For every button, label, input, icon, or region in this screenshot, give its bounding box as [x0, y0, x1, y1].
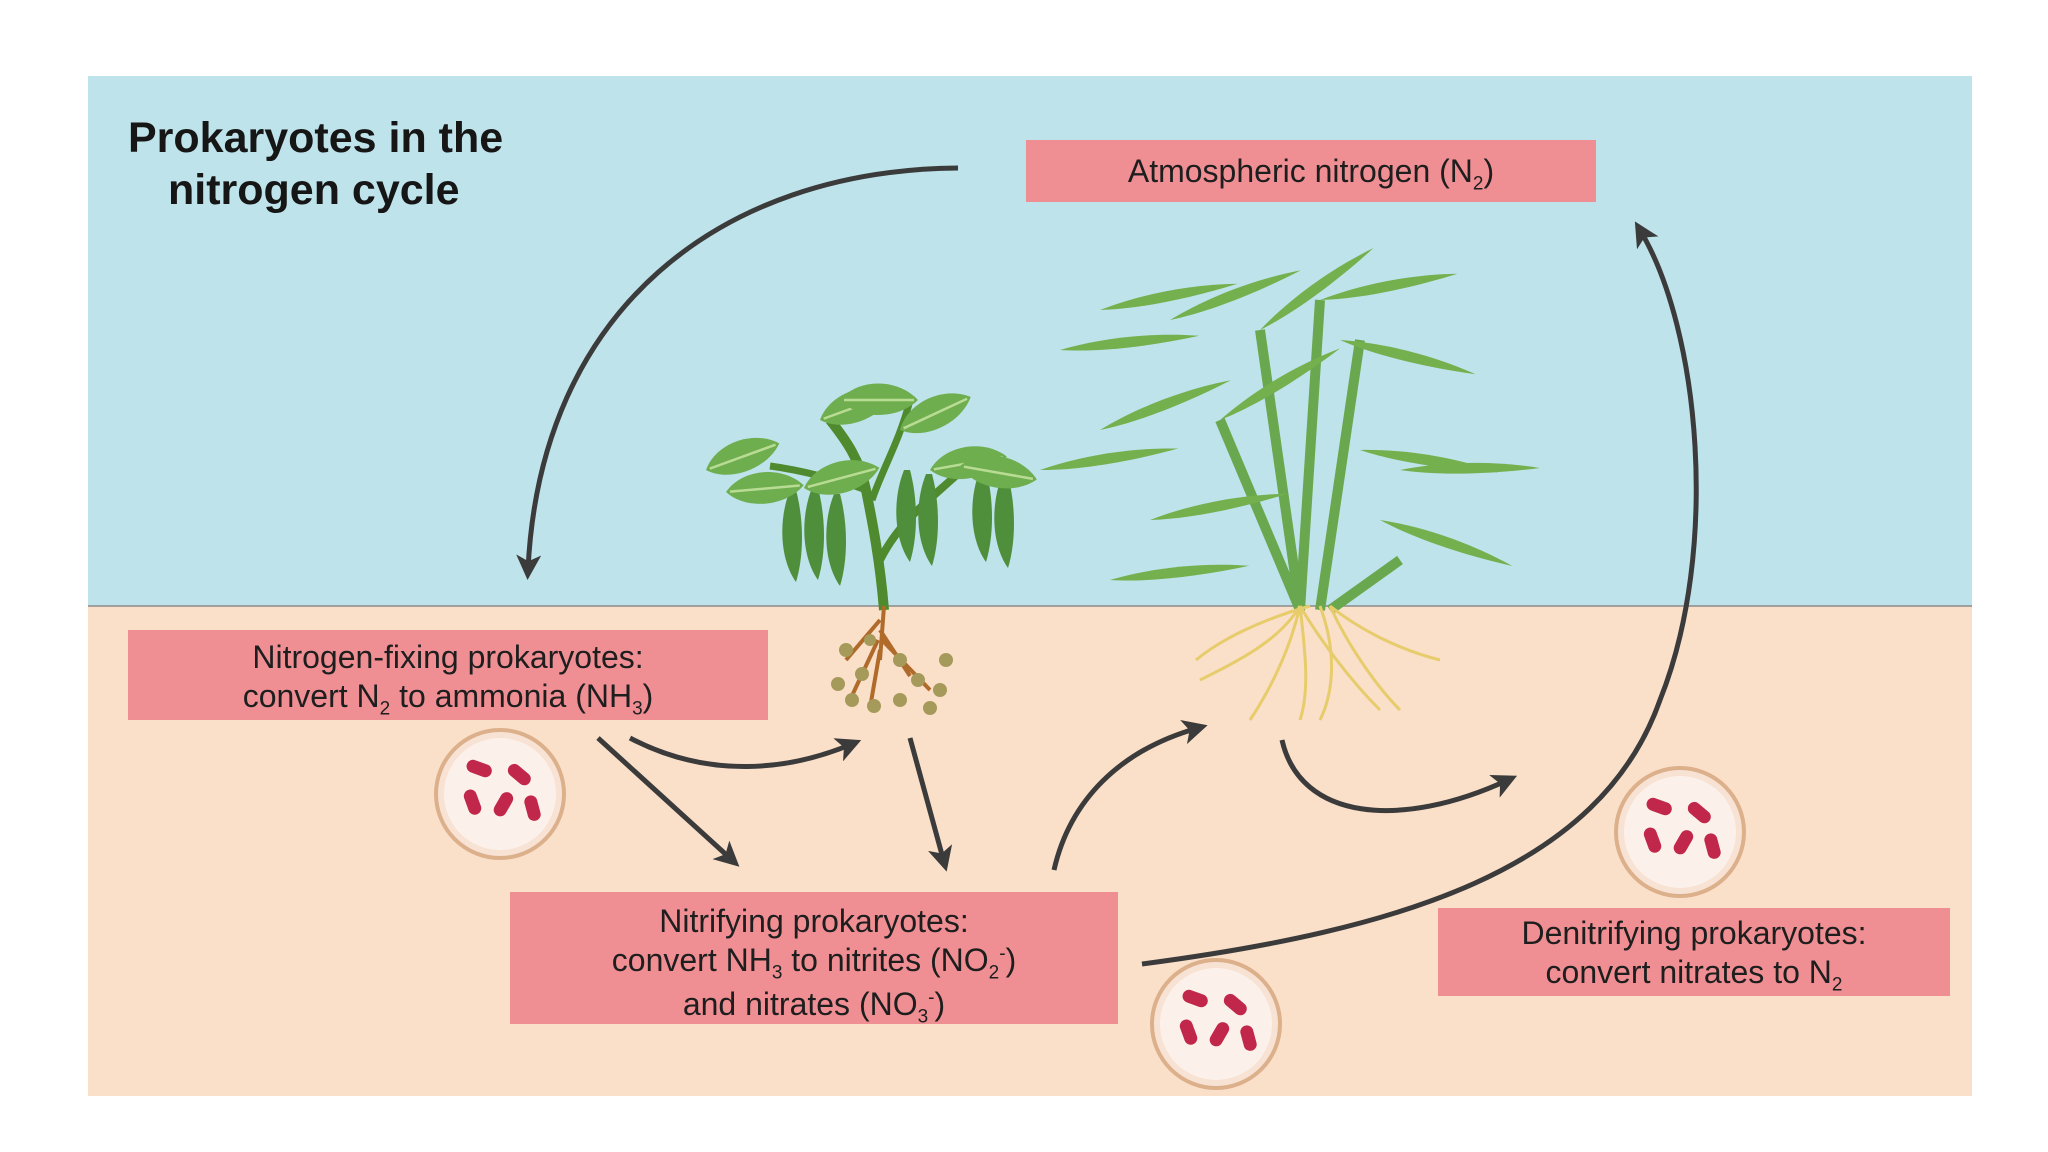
grass-plant-icon — [1039, 243, 1540, 721]
denitrifying-box: Denitrifying prokaryotes: convert nitrat… — [1438, 908, 1950, 996]
nitrogen-fixing-box: Nitrogen-fixing prokaryotes: convert N2 … — [128, 630, 768, 720]
atmospheric-nitrogen-box: Atmospheric nitrogen (N2) — [1026, 140, 1596, 202]
nitrifying-box: Nitrifying prokaryotes: convert NH3 to n… — [510, 892, 1118, 1027]
legume-plant-icon — [699, 376, 1041, 715]
title-line-2: nitrogen cycle — [168, 166, 460, 214]
bacteria-icon — [1150, 958, 1282, 1090]
title-line-1: Prokaryotes in the — [128, 114, 504, 162]
cycle-arrows — [516, 165, 1699, 967]
bacteria-icon — [1614, 766, 1746, 898]
diagram-title: Prokaryotes in the nitrogen cycle — [128, 112, 688, 216]
bacteria-icon — [434, 728, 566, 860]
